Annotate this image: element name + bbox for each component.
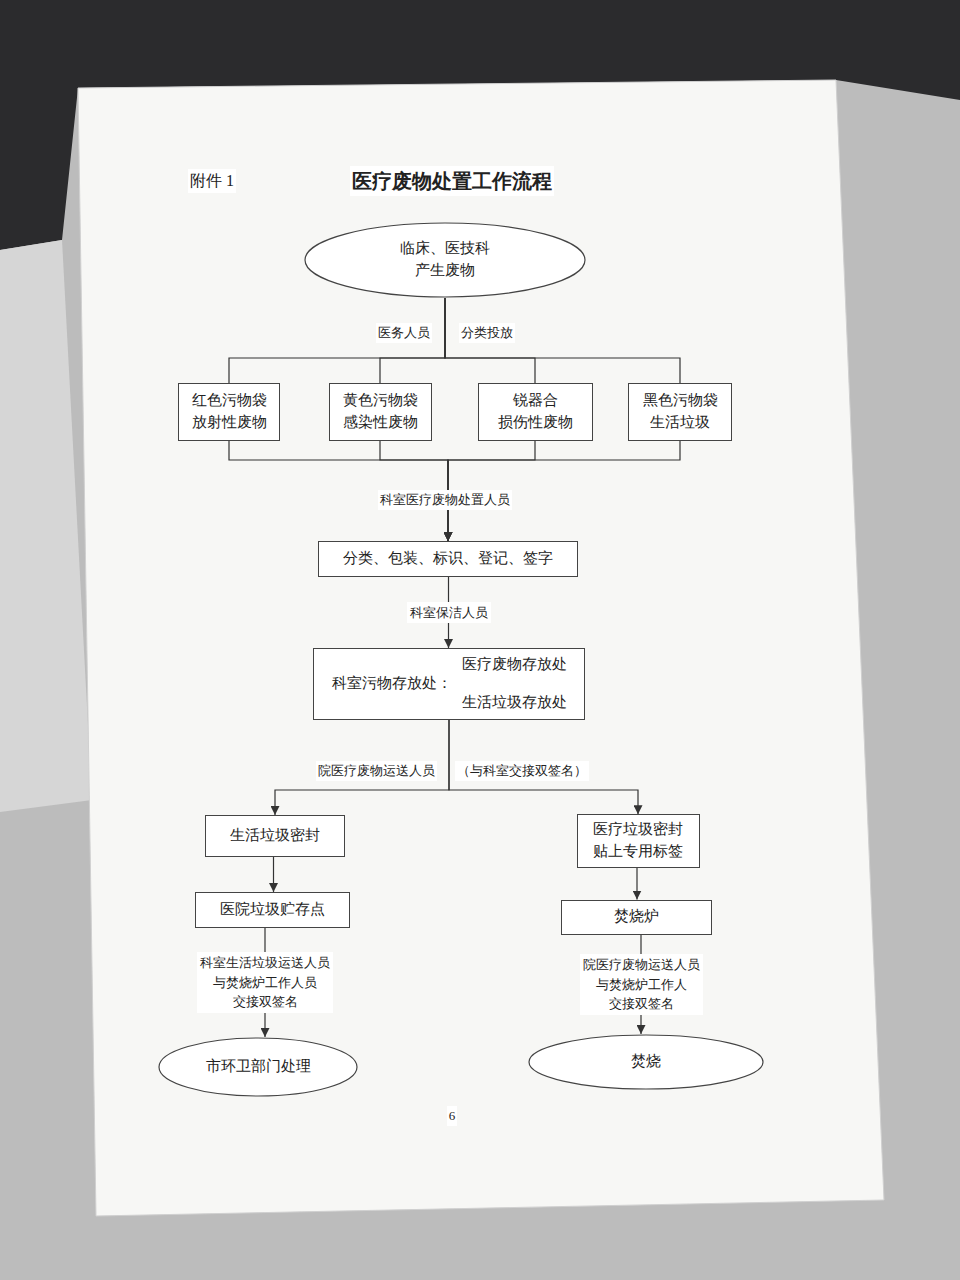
node-text: 黑色污物袋 生活垃圾 [643, 390, 718, 434]
flow-connector [275, 720, 449, 815]
text-line: 贴上专用标签 [593, 841, 683, 863]
text-line: 医疗废物存放处 [462, 654, 567, 676]
flow-connector [229, 298, 445, 383]
node-text: 黄色污物袋 感染性废物 [343, 390, 418, 434]
ellipse-shape [159, 1038, 357, 1096]
node-text: 生活垃圾存放处 [462, 692, 567, 714]
text-line: 交接双签名 [583, 994, 700, 1014]
node-text: 市环卫部门处理 [206, 1056, 311, 1078]
flow-connector [445, 298, 680, 383]
process-box: 锐器合 损伤性废物 [478, 383, 593, 441]
text-line: 分类、包装、标识、登记、签字 [343, 548, 553, 570]
process-box: 医院垃圾贮存点 [195, 892, 350, 928]
node-content: 焚烧炉 [614, 906, 659, 928]
node-content: 锐器合 损伤性废物 [498, 390, 573, 434]
text-line: 生活垃圾 [643, 412, 718, 434]
text-line: 与焚烧炉工作人员 [200, 973, 330, 993]
process-box: 红色污物袋 放射性废物 [178, 383, 280, 441]
ellipse-shape [529, 1035, 763, 1089]
text-line: 临床、医技科 [400, 238, 490, 260]
text-line: 生活垃圾存放处 [462, 692, 567, 714]
edge-label: 科室生活垃圾运送人员 与焚烧炉工作人员 交接双签名 [197, 952, 333, 1013]
text-line: 市环卫部门处理 [206, 1056, 311, 1078]
process-box: 黑色污物袋 生活垃圾 [628, 383, 732, 441]
text-line: 医疗垃圾密封 [593, 819, 683, 841]
text-line: 损伤性废物 [498, 412, 573, 434]
terminal-ellipse: 市环卫部门处理 [158, 1037, 358, 1097]
flow-connector [449, 720, 638, 814]
node-text: 红色污物袋 放射性废物 [192, 390, 267, 434]
node-text: 焚烧 [631, 1051, 661, 1073]
node-text: 焚烧炉 [614, 906, 659, 928]
text-line: 科室保洁人员 [410, 603, 488, 623]
node-content: 临床、医技科 产生废物 [400, 238, 490, 282]
note-label: 附件 1 [188, 169, 236, 193]
process-box: 黄色污物袋 感染性废物 [329, 383, 432, 441]
text-line: 红色污物袋 [192, 390, 267, 412]
terminal-ellipse: 临床、医技科 产生废物 [304, 222, 586, 298]
terminal-ellipse: 焚烧 [528, 1034, 764, 1090]
text-line: 交接双签名 [200, 992, 330, 1012]
text-line: 院医疗废物运送人员 [583, 955, 700, 975]
node-content: 黄色污物袋 感染性废物 [343, 390, 418, 434]
text-line: 医院垃圾贮存点 [220, 899, 325, 921]
note-label: 科室医疗废物处置人员 [378, 490, 512, 510]
node-text: 锐器合 损伤性废物 [498, 390, 573, 434]
edge-label: 院医疗废物运送人员 与焚烧炉工作人 交接双签名 [580, 954, 703, 1015]
note-label: 院医疗废物运送人员 [316, 761, 437, 781]
process-box: 医疗垃圾密封 贴上专用标签 [577, 814, 700, 868]
node-content: 市环卫部门处理 [206, 1056, 311, 1078]
text-line: 放射性废物 [192, 412, 267, 434]
node-text: 分类、包装、标识、登记、签字 [343, 548, 553, 570]
node-text: 医疗废物存放处 [462, 654, 567, 676]
ellipse-outline [304, 222, 586, 298]
process-box: 分类、包装、标识、登记、签字 [318, 541, 578, 577]
note-label: （与科室交接双签名） [455, 761, 589, 781]
node-text: 科室污物存放处： [332, 673, 452, 695]
process-box: 生活垃圾密封 [205, 815, 345, 857]
node-content: 生活垃圾密封 [230, 825, 320, 847]
ellipse-shape [305, 223, 585, 297]
paper-sheet [78, 80, 884, 1216]
diagram-title: 医疗废物处置工作流程 [350, 166, 554, 196]
flow-connector [445, 298, 535, 383]
text-line: 焚烧 [631, 1051, 661, 1073]
node-content: 医院垃圾贮存点 [220, 899, 325, 921]
desk-light [0, 240, 92, 812]
node-column: 医疗废物存放处生活垃圾存放处 [462, 654, 567, 714]
text-line: 与焚烧炉工作人 [583, 975, 700, 995]
node-content: 分类、包装、标识、登记、签字 [343, 548, 553, 570]
text-line: 黄色污物袋 [343, 390, 418, 412]
text-line: 锐器合 [498, 390, 573, 412]
flow-connector [273, 857, 274, 892]
text-line: 生活垃圾密封 [230, 825, 320, 847]
text-line: 焚烧炉 [614, 906, 659, 928]
node-content: 黑色污物袋 生活垃圾 [643, 390, 718, 434]
note-label: 医务人员 [376, 323, 432, 343]
edge-label: 科室保洁人员 [407, 602, 491, 624]
node-text: 临床、医技科 产生废物 [400, 238, 490, 282]
node-text: 生活垃圾密封 [230, 825, 320, 847]
text-line: 黑色污物袋 [643, 390, 718, 412]
text-line: 科室污物存放处： [332, 673, 452, 695]
node-content: 焚烧 [631, 1051, 661, 1073]
note-label: 6 [447, 1106, 458, 1126]
node-content: 医疗垃圾密封 贴上专用标签 [593, 819, 683, 863]
text-line: 产生废物 [400, 260, 490, 282]
flow-connector [636, 868, 637, 900]
node-text: 医院垃圾贮存点 [220, 899, 325, 921]
process-box: 焚烧炉 [561, 900, 712, 935]
node-content: 红色污物袋 放射性废物 [192, 390, 267, 434]
node-content: 科室污物存放处： 医疗废物存放处生活垃圾存放处 [332, 654, 567, 714]
note-label: 分类投放 [459, 323, 515, 343]
text-line: 感染性废物 [343, 412, 418, 434]
process-box: 科室污物存放处： 医疗废物存放处生活垃圾存放处 [313, 648, 585, 720]
node-text: 医疗垃圾密封 贴上专用标签 [593, 819, 683, 863]
text-line: 科室生活垃圾运送人员 [200, 953, 330, 973]
